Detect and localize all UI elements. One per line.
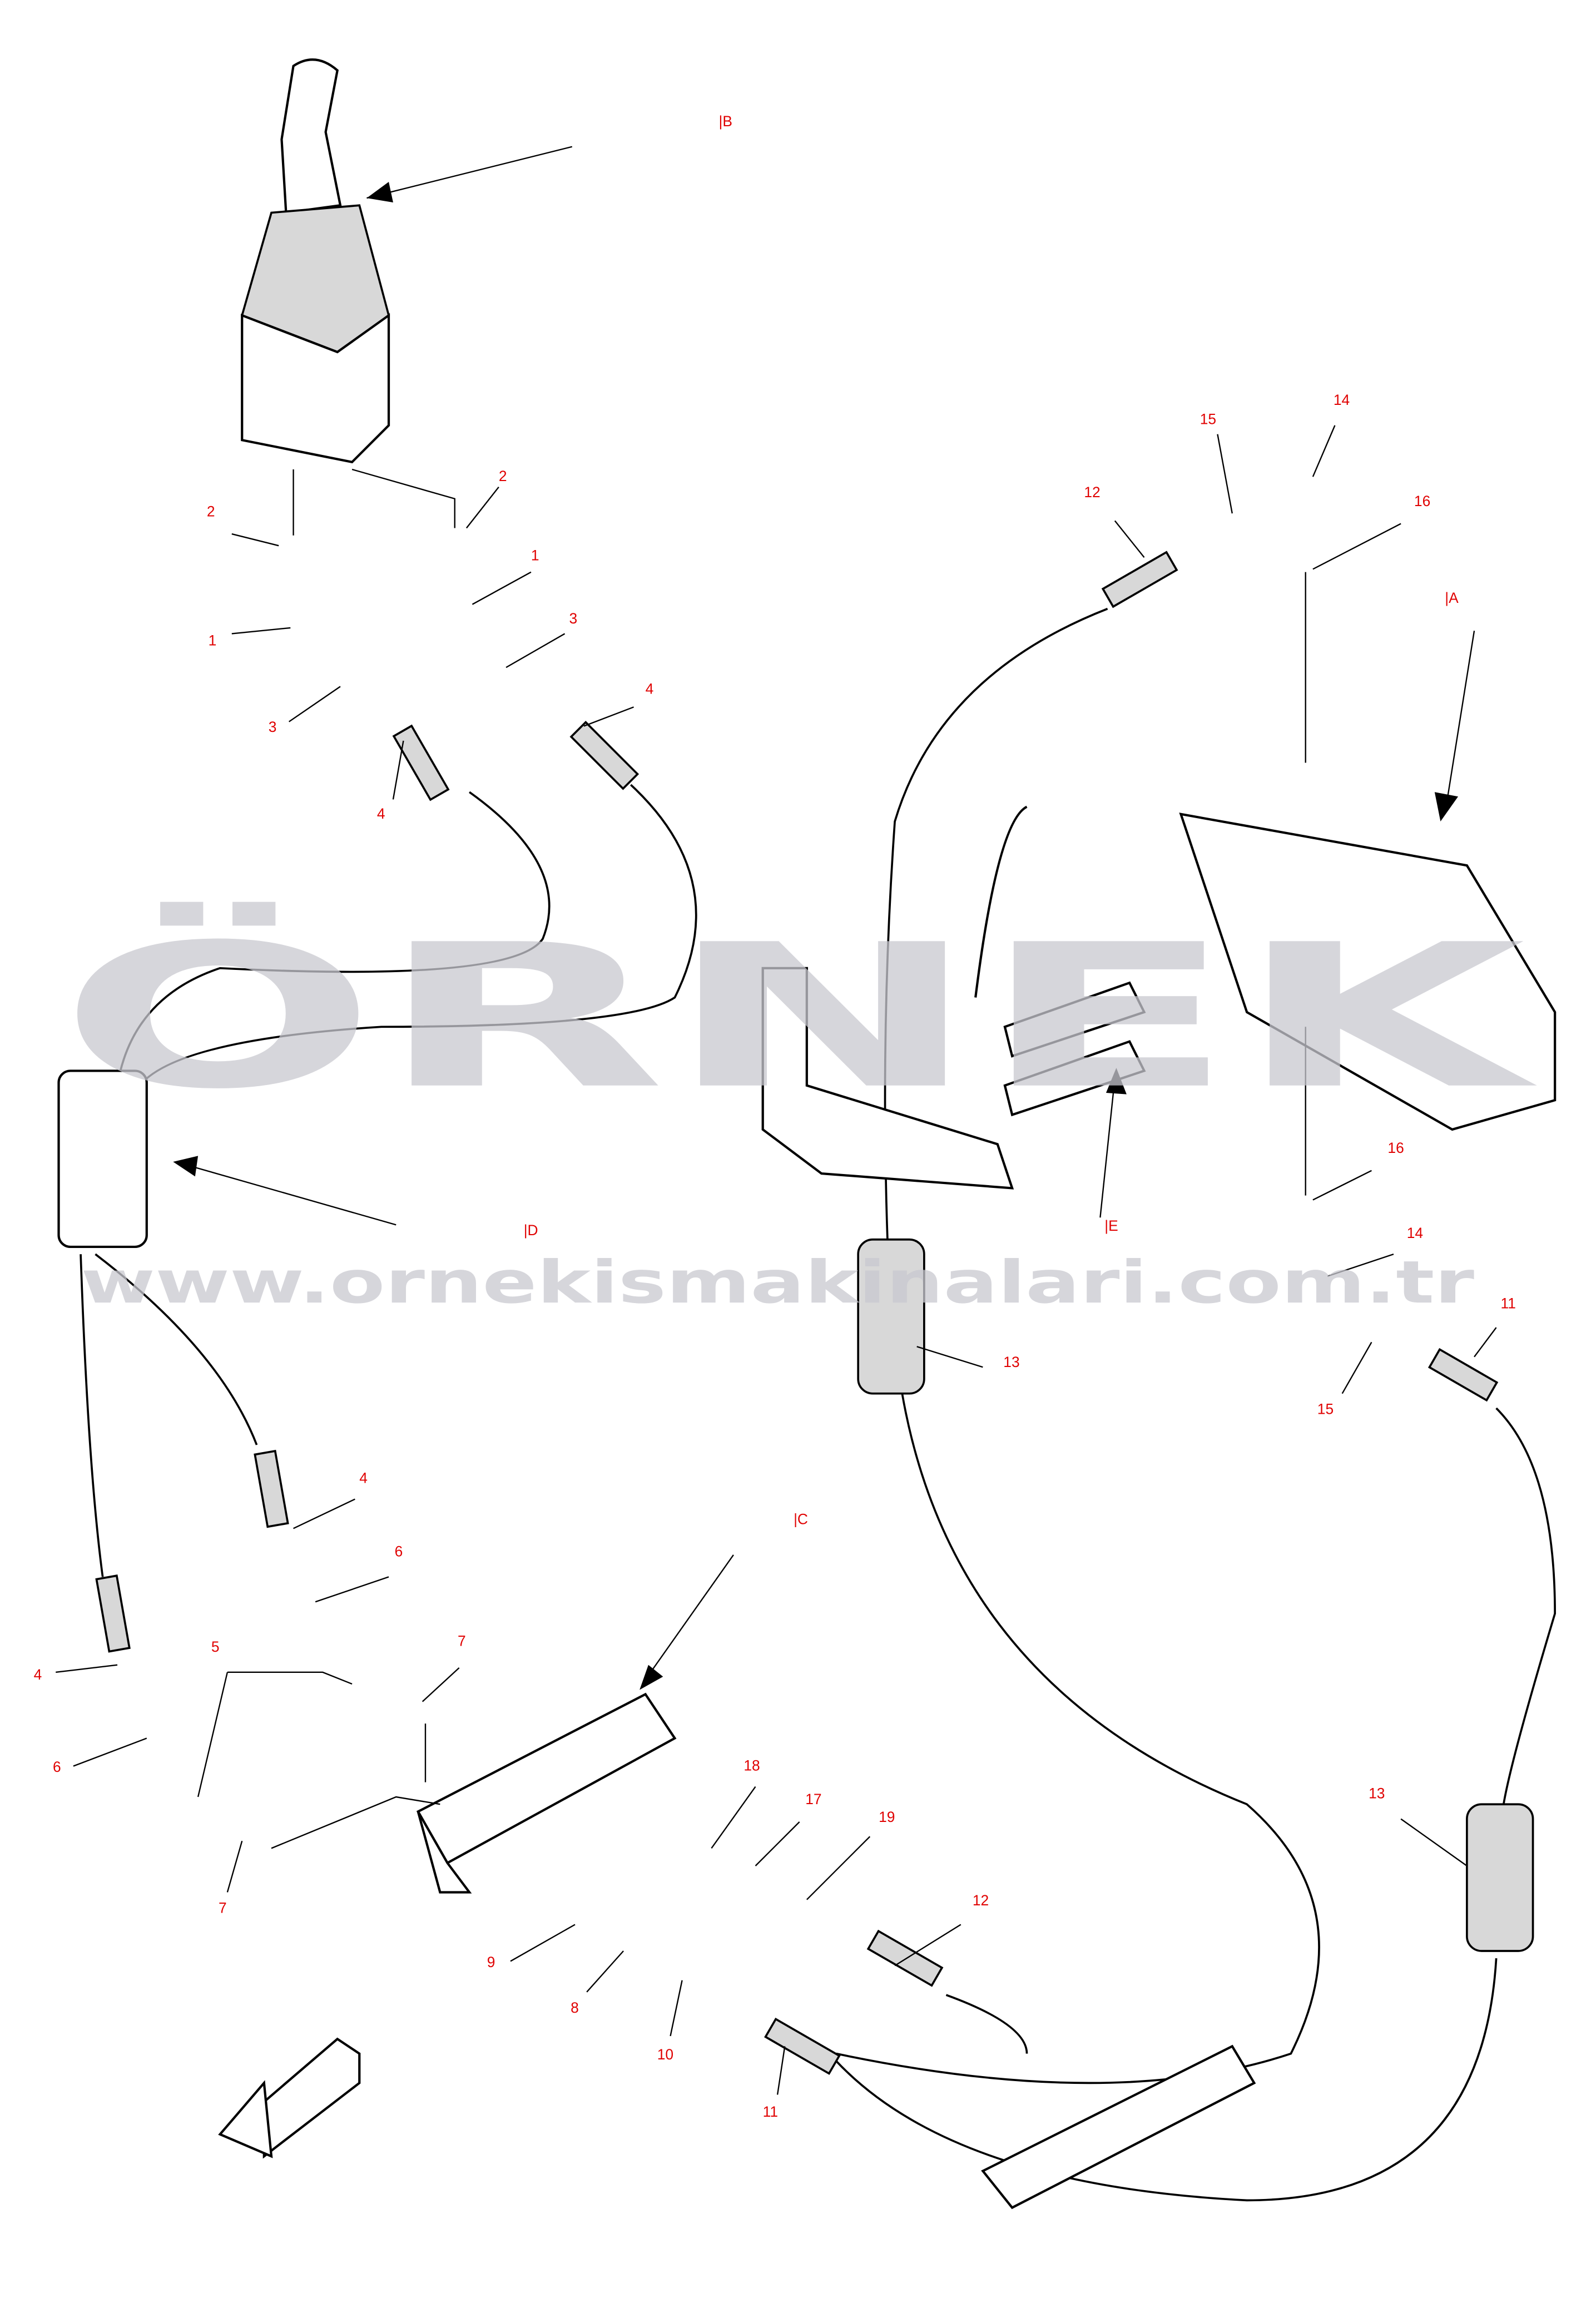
callout-6: 6 <box>395 1543 403 1559</box>
callout-17: 17 <box>805 1791 821 1807</box>
callout-9: 9 <box>487 1954 495 1970</box>
callout-6: 6 <box>53 1759 61 1775</box>
callout-4: 4 <box>34 1666 42 1683</box>
callout-16: 16 <box>1414 493 1430 509</box>
callout-13: 13 <box>1003 1354 1019 1370</box>
callout-13: 13 <box>1369 1785 1385 1802</box>
callout-15: 15 <box>1200 410 1216 427</box>
callout-10: 10 <box>657 2046 673 2063</box>
callout-14: 14 <box>1407 1225 1423 1241</box>
manifold <box>218 1554 1256 2210</box>
section-label-e: |E <box>1104 1217 1118 1234</box>
callout-8: 8 <box>571 1999 579 2016</box>
callout-7: 7 <box>219 1899 227 1916</box>
callout-12: 12 <box>1084 484 1100 501</box>
callout-2: 2 <box>207 503 215 519</box>
callout-3: 3 <box>269 719 277 735</box>
watermark-logo: ÖRNEK <box>59 900 1540 1132</box>
callout-labels: |B |A |D |E |C 2 2 1 1 3 3 4 4 15 14 12 … <box>34 113 1516 2120</box>
callout-4: 4 <box>646 681 654 697</box>
callout-5: 5 <box>211 1638 220 1655</box>
callout-4: 4 <box>359 1470 368 1487</box>
section-label-b: |B <box>719 113 732 130</box>
section-label-c: |C <box>794 1510 808 1527</box>
callout-12: 12 <box>973 1892 989 1909</box>
callout-19: 19 <box>879 1809 895 1825</box>
joystick <box>241 58 573 464</box>
sleeve-d <box>57 1069 148 1249</box>
callout-18: 18 <box>744 1757 760 1774</box>
callout-1: 1 <box>209 632 217 649</box>
watermark-url: www.ornekismakinalari.com.tr <box>81 1248 1474 1316</box>
callout-2: 2 <box>499 468 507 484</box>
fittings <box>57 551 1534 2075</box>
callout-11: 11 <box>763 2103 778 2120</box>
callout-16: 16 <box>1387 1140 1404 1156</box>
sleeve-13b <box>1466 1803 1534 1952</box>
callout-3: 3 <box>569 610 577 627</box>
callout-4: 4 <box>377 805 385 822</box>
control-valve <box>761 572 1557 1218</box>
callout-15: 15 <box>1317 1401 1334 1418</box>
callout-14: 14 <box>1334 392 1350 408</box>
leader-lines <box>56 425 1497 2095</box>
sleeve-13a <box>857 1238 925 1395</box>
callout-7: 7 <box>458 1632 466 1649</box>
section-label-a: |A <box>1445 590 1459 606</box>
watermark: ÖRNEK www.ornekismakinalari.com.tr <box>59 900 1540 1316</box>
callout-1: 1 <box>531 547 539 564</box>
section-label-d: |D <box>524 1222 538 1239</box>
callout-11: 11 <box>1501 1295 1516 1312</box>
hoses <box>80 607 1556 2202</box>
